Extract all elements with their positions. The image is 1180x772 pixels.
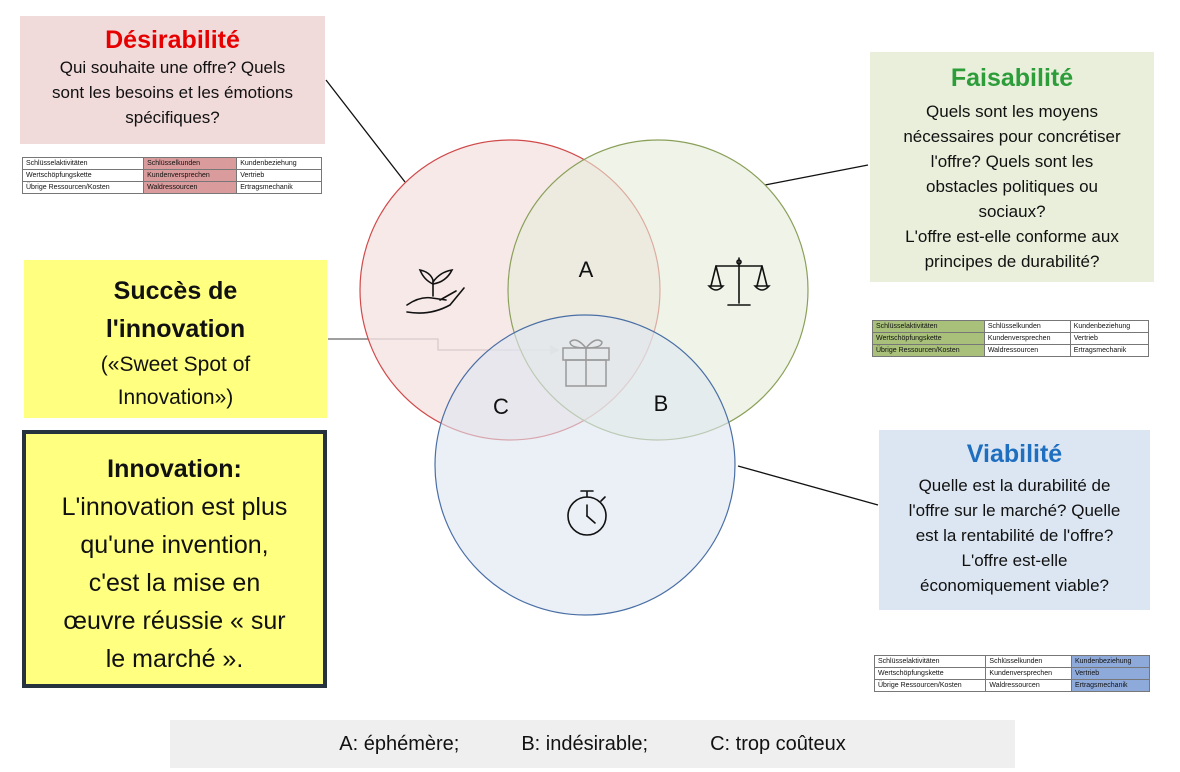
scales-icon <box>707 257 771 306</box>
canvas-cell-highlight: Kundenbeziehung <box>1071 655 1150 668</box>
desirability-title: Désirabilité <box>105 26 240 54</box>
legend-bar: A: éphémère; B: indésirable; C: trop coû… <box>170 720 1015 768</box>
circle-viability <box>434 314 736 616</box>
feasibility-title: Faisabilité <box>950 64 1074 92</box>
innovation-line: L'innovation est plus <box>61 493 288 521</box>
canvas-cell: Wertschöpfungskette <box>21 169 145 182</box>
venn-label-a: A <box>579 257 594 282</box>
gift-icon <box>562 339 610 387</box>
sweet-spot-title-line: Succès de <box>113 277 238 305</box>
canvas-cell: Waldressourcen <box>983 344 1071 357</box>
canvas-cell: Kundenbeziehung <box>1069 320 1150 333</box>
canvas-cell: Vertrieb <box>236 169 322 182</box>
viability-line: est la rentabilité de l'offre? <box>915 526 1114 545</box>
legend-item-a: A: éphémère; <box>339 732 460 755</box>
canvas-cell: Schlüsselkunden <box>983 320 1071 333</box>
sweet-spot-subtitle-line: Innovation») <box>117 386 234 409</box>
viability-title: Viabilité <box>966 440 1063 468</box>
connector-desirability <box>325 79 406 183</box>
feasibility-line: nécessaires pour concrétiser <box>903 127 1121 146</box>
canvas-cell: Übrige Ressourcen/Kosten <box>21 181 145 194</box>
desirability-line: sont les besoins et les émotions <box>52 83 293 102</box>
viability-line: Quelle est la durabilité de <box>918 476 1111 495</box>
desirability-line: Qui souhaite une offre? Quels <box>59 58 286 77</box>
canvas-cell: Ertragsmechanik <box>236 181 322 194</box>
canvas-cell-highlight: Vertrieb <box>1071 667 1150 680</box>
viability-line: L'offre est-elle <box>961 551 1068 570</box>
viability-box: Viabilité Quelle est la durabilité de l'… <box>879 430 1150 610</box>
connector-feasibility <box>764 164 869 186</box>
canvas-cell: Kundenversprechen <box>983 332 1071 345</box>
feasibility-line: Quels sont les moyens <box>926 102 1098 121</box>
feasibility-line: principes de durabilité? <box>924 252 1100 271</box>
desirability-box: Désirabilité Qui souhaite une offre? Que… <box>20 16 325 144</box>
canvas-cell: Ertragsmechanik <box>1069 344 1150 357</box>
feasibility-line: obstacles politiques ou <box>925 177 1098 196</box>
stopwatch-icon <box>567 490 607 536</box>
venn-label-b: B <box>654 391 669 416</box>
innovation-line: œuvre réussie « sur <box>63 607 286 635</box>
canvas-cell-highlight: Schlüsselaktivitäten <box>872 320 985 333</box>
desirability-text: Qui souhaite une offre? Quels sont les b… <box>20 55 325 130</box>
canvas-cell: Vertrieb <box>1069 332 1150 345</box>
legend-item-c: C: trop coûteux <box>710 732 846 755</box>
connector-viability <box>737 465 879 506</box>
desirability-line: spécifiques? <box>125 108 220 127</box>
feasibility-line: sociaux? <box>978 202 1046 221</box>
canvas-cell-highlight: Wertschöpfungskette <box>872 332 985 345</box>
legend-item-b: B: indésirable; <box>521 732 649 755</box>
canvas-cell: Schlüsselkunden <box>985 655 1072 668</box>
innovation-line: le marché ». <box>105 645 244 673</box>
canvas-cell: Kundenversprechen <box>985 667 1072 680</box>
viability-text: Quelle est la durabilité de l'offre sur … <box>879 473 1150 598</box>
feasibility-line: l'offre? Quels sont les <box>930 152 1094 171</box>
canvas-cell: Schlüsselaktivitäten <box>21 157 145 170</box>
innovation-definition-box: Innovation: L'innovation est plus qu'une… <box>22 430 327 688</box>
viability-line: l'offre sur le marché? Quelle <box>908 501 1121 520</box>
canvas-cell-highlight: Ertragsmechanik <box>1071 679 1150 692</box>
innovation-title: Innovation: <box>107 455 242 483</box>
innovation-line: qu'une invention, <box>80 531 269 559</box>
canvas-cell-highlight: Kundenversprechen <box>143 169 238 182</box>
feasibility-text: Quels sont les moyens nécessaires pour c… <box>870 99 1154 274</box>
canvas-cell: Übrige Ressourcen/Kosten <box>873 679 987 692</box>
feasibility-box: Faisabilité Quels sont les moyens nécess… <box>870 52 1154 282</box>
viability-line: économiquement viable? <box>919 576 1109 595</box>
canvas-cell-highlight: Übrige Ressourcen/Kosten <box>872 344 985 357</box>
innovation-line: c'est la mise en <box>88 569 261 597</box>
sweet-spot-title-line: l'innovation <box>105 315 246 343</box>
feasibility-line: L'offre est-elle conforme aux <box>905 227 1119 246</box>
canvas-cell-highlight: Schlüsselkunden <box>143 157 238 170</box>
plant-hand-icon <box>406 268 465 314</box>
canvas-cell: Schlüsselaktivitäten <box>873 655 987 668</box>
canvas-cell: Waldressourcen <box>985 679 1072 692</box>
canvas-cell-highlight: Waldressourcen <box>143 181 238 194</box>
venn-label-c: C <box>493 394 509 419</box>
sweet-spot-subtitle-line: («Sweet Spot of <box>100 353 251 376</box>
sweet-spot-box: Succès de l'innovation («Sweet Spot of I… <box>24 260 327 418</box>
canvas-cell: Wertschöpfungskette <box>873 667 987 680</box>
canvas-cell: Kundenbeziehung <box>236 157 322 170</box>
